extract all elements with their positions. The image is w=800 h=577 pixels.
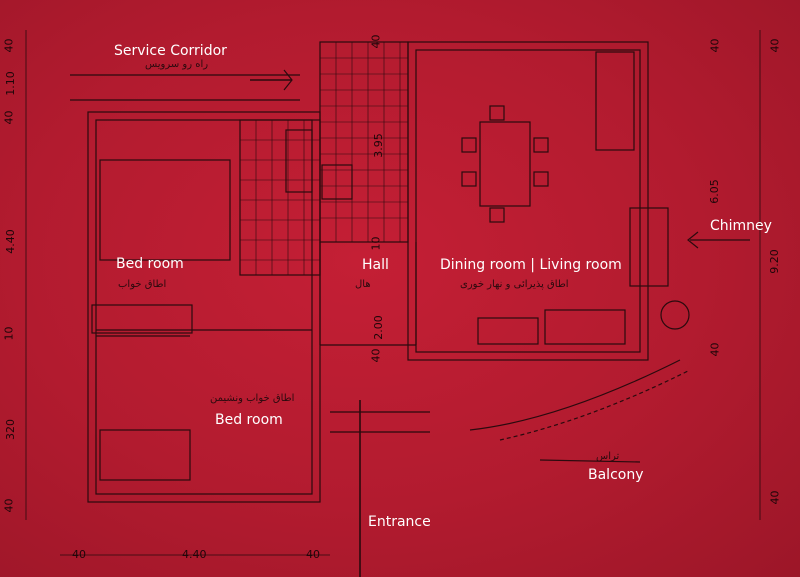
left-dim-6: 40 bbox=[2, 498, 16, 513]
left-dim-4: 10 bbox=[2, 326, 16, 341]
right-outer-dim-2: 40 bbox=[768, 490, 782, 505]
bedroom-1-desk bbox=[91, 304, 193, 334]
bed-room-2-label: Bed room bbox=[215, 412, 283, 428]
hall-tile-grid bbox=[320, 42, 408, 242]
hall-dim-low: 10 bbox=[369, 236, 383, 251]
bed-room-1-persian-label: اطاق خواب bbox=[118, 279, 167, 290]
living-sofa-2 bbox=[544, 309, 626, 345]
bed-2 bbox=[99, 429, 191, 481]
hall-dim-lower: 2.00 bbox=[371, 315, 385, 340]
balcony-label: Balcony bbox=[588, 467, 644, 483]
bathroom-area bbox=[239, 119, 321, 276]
right-inner-dim-0: 40 bbox=[708, 38, 722, 53]
balcony-edge bbox=[469, 359, 681, 431]
dining-table bbox=[479, 121, 531, 207]
left-dim-0: 40 bbox=[2, 38, 16, 53]
bed-room-1-label: Bed room bbox=[116, 256, 184, 272]
hall-dim-bottom: 40 bbox=[369, 348, 383, 363]
hall-stair-box bbox=[321, 164, 353, 200]
corridor-arrow-head bbox=[283, 69, 293, 91]
hall-persian-label: هال bbox=[355, 279, 371, 290]
entrance-label: Entrance bbox=[368, 514, 431, 530]
bed-1 bbox=[99, 159, 231, 261]
balcony-persian-label: تراس bbox=[596, 451, 620, 462]
sideboard bbox=[595, 51, 635, 151]
left-dim-2: 40 bbox=[2, 110, 16, 125]
right-inner-dim-1: 6.05 bbox=[707, 179, 721, 204]
right-wing-inner-wall bbox=[415, 49, 641, 353]
service-corridor-persian-label: راه رو سرویس bbox=[145, 59, 209, 70]
hall-dim-top: 40 bbox=[369, 34, 383, 49]
hall-dim-mid: 3.95 bbox=[371, 133, 385, 158]
bed-room-2-persian-label: اطاق خواب ونشیمن bbox=[210, 393, 295, 404]
bottom-dim-0: 40 bbox=[72, 548, 86, 561]
dining-living-label: Dining room | Living room bbox=[440, 257, 622, 273]
hall-label: Hall bbox=[362, 257, 389, 273]
bathroom-tile-grid bbox=[240, 120, 320, 275]
service-corridor-label: Service Corridor bbox=[114, 43, 227, 59]
right-wing-outer-wall bbox=[407, 41, 649, 361]
chimney-arrow-head bbox=[687, 231, 699, 249]
bottom-dim-2: 40 bbox=[306, 548, 320, 561]
left-dim-3: 4.40 bbox=[3, 229, 17, 254]
balcony-plant bbox=[660, 300, 690, 330]
hall-tile-area bbox=[319, 41, 409, 243]
right-outer-dim-0: 40 bbox=[768, 38, 782, 53]
dining-living-persian-label: اطاق پذیرائی و نهار خوری bbox=[460, 279, 569, 290]
bottom-dim-1: 4.40 bbox=[182, 548, 207, 561]
left-wing-outer-wall bbox=[87, 111, 321, 503]
left-dim-5: 320 bbox=[4, 419, 17, 440]
left-wing-inner-wall bbox=[95, 119, 313, 495]
chimney-block bbox=[629, 207, 669, 287]
balcony-leader-line bbox=[539, 459, 641, 463]
right-outer-dim-1: 9.20 bbox=[767, 249, 781, 274]
chimney-label: Chimney bbox=[710, 218, 772, 234]
bathtub bbox=[285, 129, 313, 193]
living-sofa-1 bbox=[477, 317, 539, 345]
left-dim-1: 1.10 bbox=[3, 71, 17, 96]
right-inner-dim-2: 40 bbox=[708, 342, 722, 357]
